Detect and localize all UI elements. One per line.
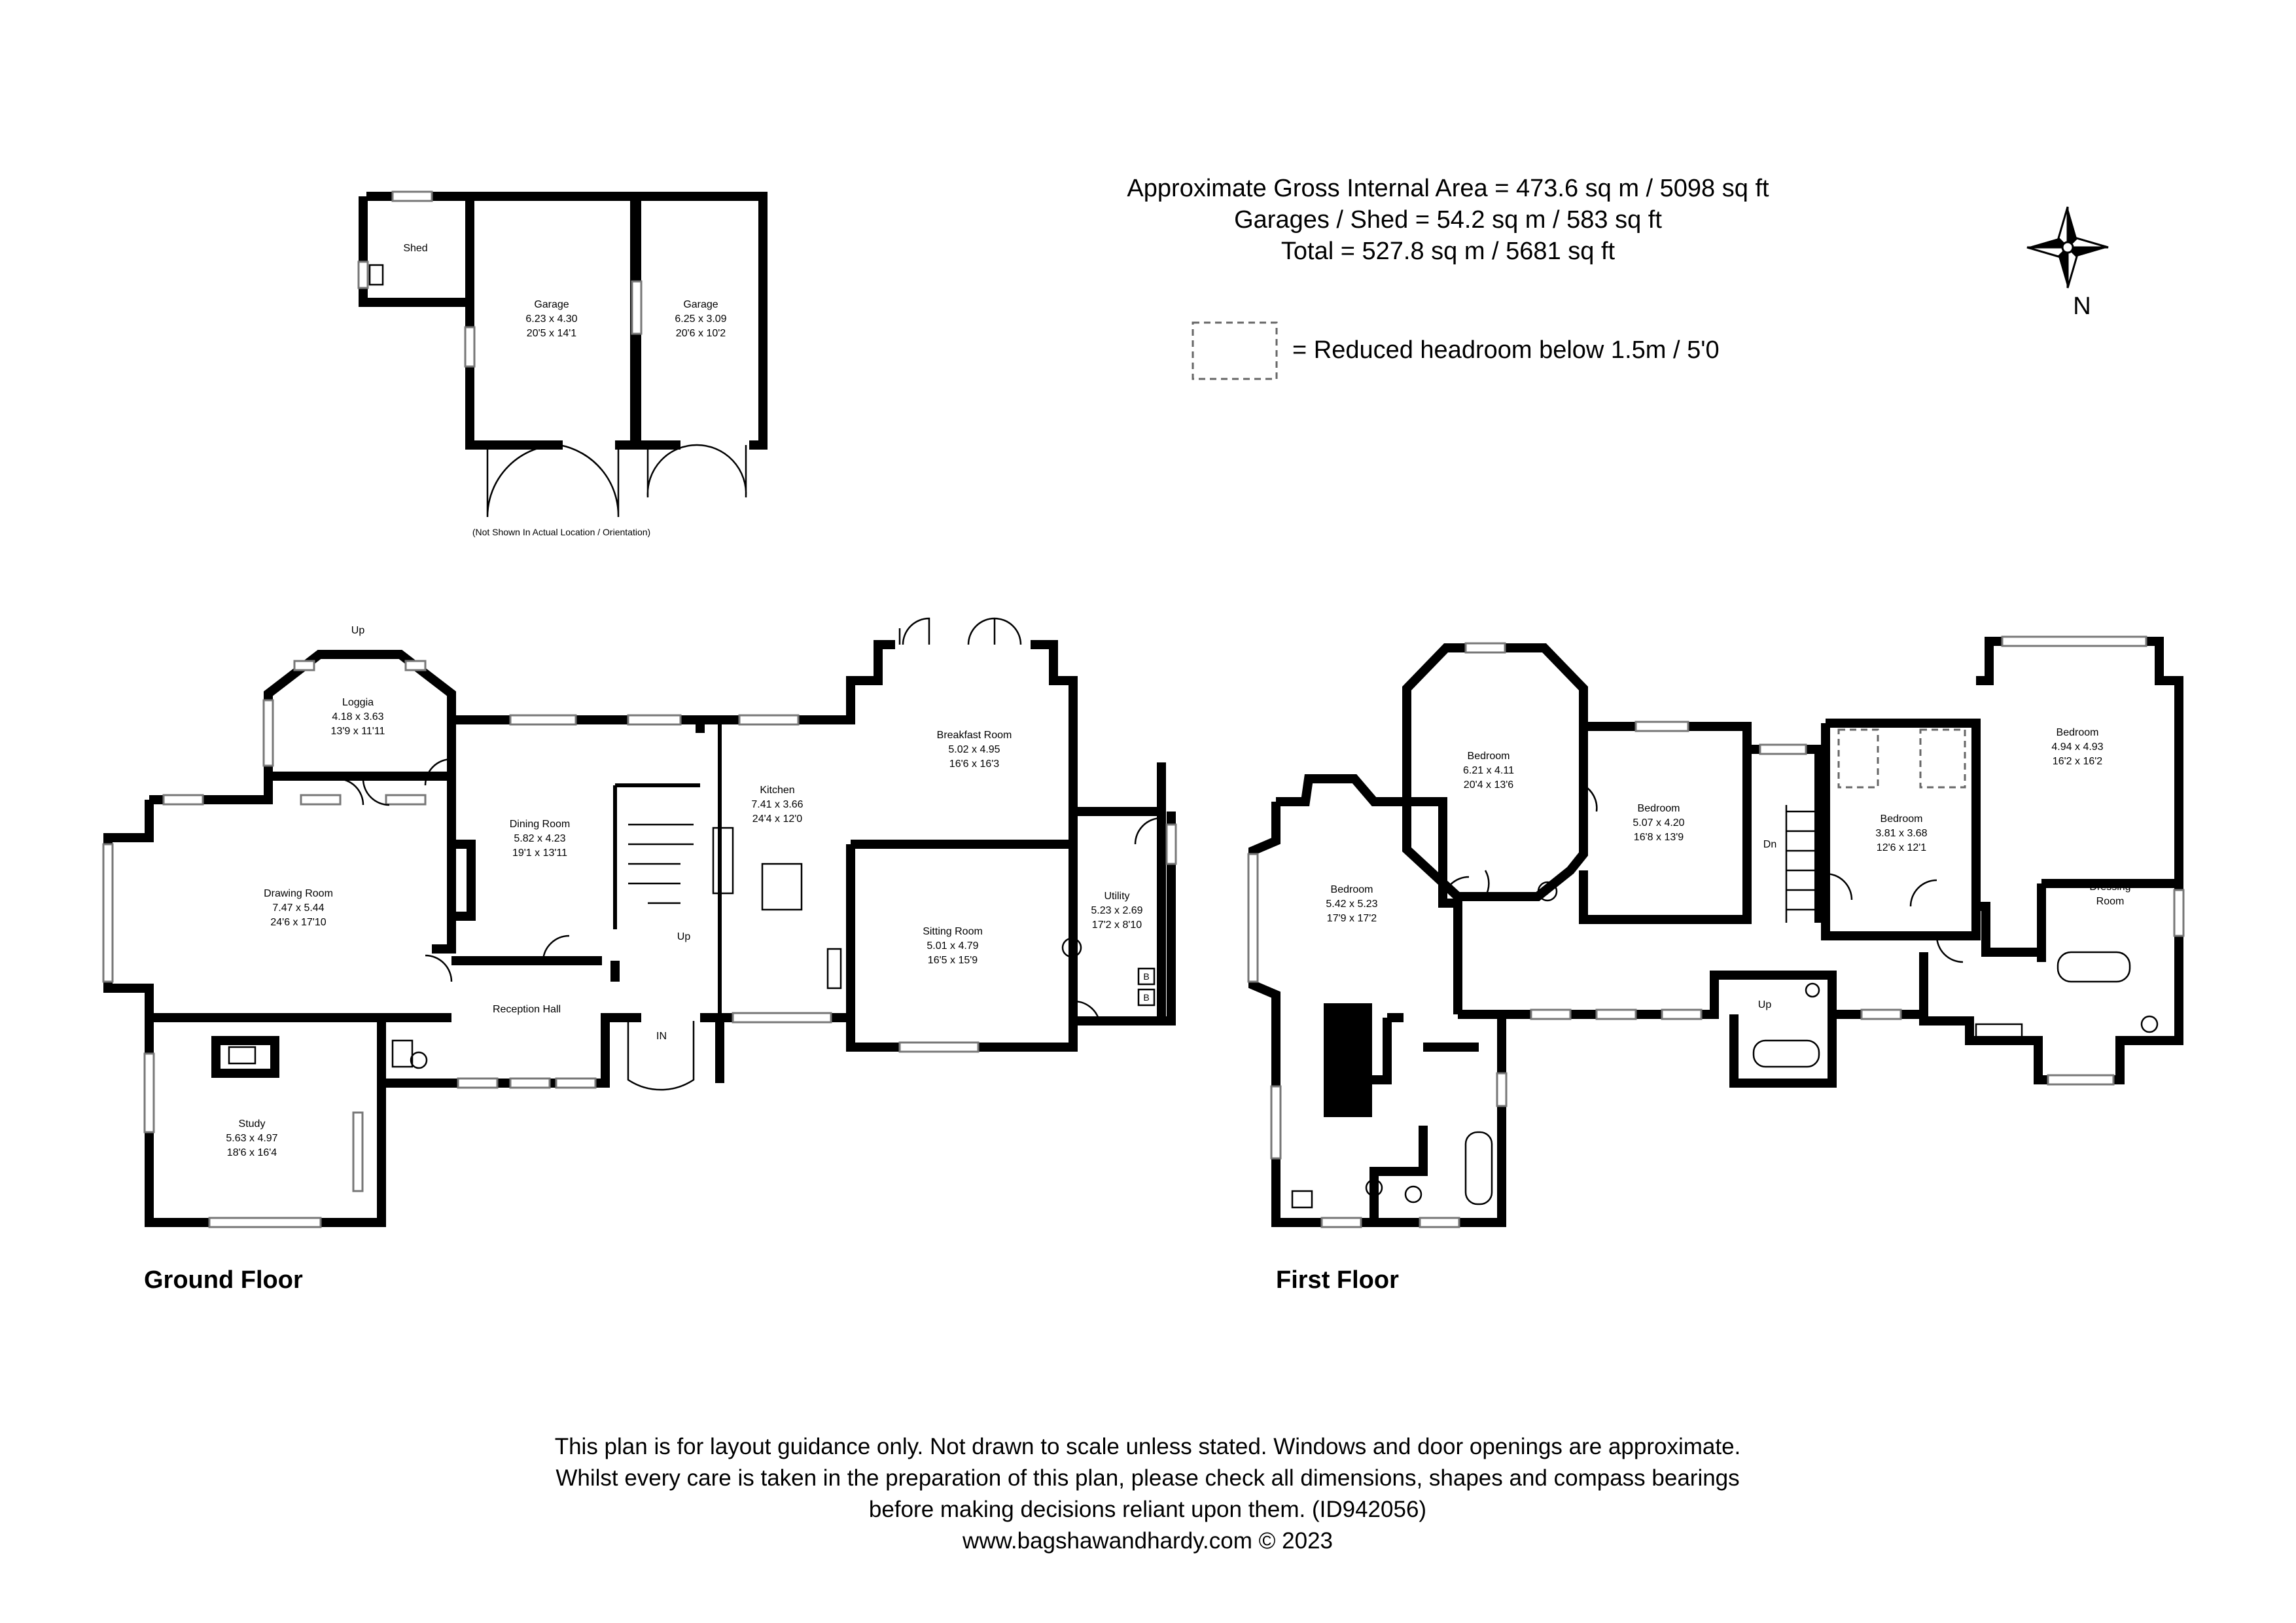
breakfast-room-imperial: 16'6 x 16'3	[949, 758, 999, 770]
loggia-metric: 4.18 x 3.63	[332, 711, 383, 722]
first-floor-labels: Bedroom 5.42 x 5.23 17'9 x 17'2 Bedroom …	[1326, 727, 2130, 1010]
boiler1-label: B	[1143, 971, 1149, 982]
drawing-room-imperial: 24'6 x 17'10	[270, 917, 326, 928]
study-label: Study	[239, 1118, 266, 1130]
stairs-up-label: Up	[677, 931, 691, 942]
utility-imperial: 17'2 x 8'10	[1092, 919, 1142, 931]
bedroom2-label: Bedroom	[1468, 751, 1510, 762]
bedroom1-metric: 5.42 x 5.23	[1326, 899, 1377, 910]
outbuilding-plan	[357, 190, 768, 518]
garage1-imperial: 20'5 x 14'1	[527, 328, 576, 339]
gross-area-text: Approximate Gross Internal Area = 473.6 …	[1127, 175, 1769, 202]
garage2-imperial: 20'6 x 10'2	[676, 328, 726, 339]
entrance-label: IN	[656, 1031, 667, 1042]
shed-label: Shed	[403, 243, 427, 254]
ff-up-label: Up	[1758, 999, 1772, 1010]
drawing-room-metric: 7.47 x 5.44	[272, 902, 324, 914]
garage2-label: Garage	[683, 299, 718, 310]
sitting-room-label: Sitting Room	[923, 926, 983, 937]
dining-room-label: Dining Room	[510, 819, 570, 830]
bedroom3-imperial: 16'8 x 13'9	[1634, 832, 1684, 843]
area-summary: Approximate Gross Internal Area = 473.6 …	[1127, 175, 1769, 265]
kitchen-metric: 7.41 x 3.66	[751, 799, 803, 810]
sitting-room-metric: 5.01 x 4.79	[927, 940, 978, 952]
utility-label: Utility	[1104, 891, 1129, 902]
reduced-headroom-text: = Reduced headroom below 1.5m / 5'0	[1292, 336, 1720, 364]
bedroom2-metric: 6.21 x 4.11	[1463, 765, 1514, 776]
bedroom3-label: Bedroom	[1638, 803, 1680, 814]
outbuilding-note: (Not Shown In Actual Location / Orientat…	[472, 527, 650, 537]
bedroom1-label: Bedroom	[1331, 884, 1373, 895]
ground-floor-title: Ground Floor	[144, 1266, 303, 1294]
bedroom2-imperial: 20'4 x 13'6	[1464, 779, 1513, 791]
loggia-label: Loggia	[342, 697, 374, 708]
ground-floor-plan	[102, 617, 1177, 1228]
kitchen-label: Kitchen	[760, 785, 794, 796]
study-metric: 5.63 x 4.97	[226, 1133, 277, 1144]
ground-floor-labels: Up Loggia 4.18 x 3.63 13'9 x 11'11 Drawi…	[226, 625, 1149, 1158]
boiler2-label: B	[1143, 992, 1149, 1003]
reception-hall-label: Reception Hall	[493, 1004, 561, 1015]
bedroom5-label: Bedroom	[2057, 727, 2099, 738]
study-imperial: 18'6 x 16'4	[227, 1147, 277, 1158]
disclaimer-line2: Whilst every care is taken in the prepar…	[556, 1465, 1739, 1491]
loggia-up-label: Up	[351, 625, 365, 636]
drawing-room-label: Drawing Room	[264, 888, 333, 899]
reduced-headroom-swatch	[1192, 321, 1278, 380]
bedroom1-imperial: 17'9 x 17'2	[1327, 913, 1377, 924]
bedroom4-label: Bedroom	[1881, 813, 1923, 825]
dining-room-metric: 5.82 x 4.23	[514, 833, 565, 844]
bedroom5-metric: 4.94 x 4.93	[2051, 741, 2103, 753]
garages-area-text: Garages / Shed = 54.2 sq m / 583 sq ft	[1234, 206, 1662, 234]
disclaimer: This plan is for layout guidance only. N…	[555, 1434, 1741, 1554]
kitchen-imperial: 24'4 x 12'0	[752, 813, 802, 825]
disclaimer-line3: before making decisions reliant upon the…	[869, 1497, 1426, 1522]
legend: = Reduced headroom below 1.5m / 5'0	[1192, 321, 1720, 380]
compass-icon	[2026, 206, 2109, 289]
breakfast-room-metric: 5.02 x 4.95	[948, 744, 1000, 755]
disclaimer-line4: www.bagshawandhardy.com © 2023	[962, 1528, 1333, 1554]
ff-down-label: Dn	[1763, 839, 1776, 850]
garage2-metric: 6.25 x 3.09	[675, 313, 726, 325]
breakfast-room-label: Breakfast Room	[937, 730, 1012, 741]
bedroom5-imperial: 16'2 x 16'2	[2053, 756, 2102, 767]
total-area-text: Total = 527.8 sq m / 5681 sq ft	[1281, 238, 1616, 265]
compass-north-label: N	[2073, 293, 2091, 320]
garage1-label: Garage	[534, 299, 569, 310]
bedroom3-metric: 5.07 x 4.20	[1633, 817, 1684, 829]
bedroom4-metric: 3.81 x 3.68	[1875, 828, 1927, 839]
first-floor-title: First Floor	[1276, 1266, 1399, 1294]
ff-tank-label: T	[1545, 886, 1551, 897]
loggia-imperial: 13'9 x 11'11	[331, 726, 385, 737]
disclaimer-line1: This plan is for layout guidance only. N…	[555, 1434, 1741, 1459]
garage1-metric: 6.23 x 4.30	[525, 313, 577, 325]
first-floor-plan	[1247, 635, 2185, 1228]
outbuilding-labels: Shed Garage 6.23 x 4.30 20'5 x 14'1 Gara…	[403, 243, 726, 537]
bedroom4-imperial: 12'6 x 12'1	[1877, 842, 1926, 853]
utility-metric: 5.23 x 2.69	[1091, 905, 1142, 916]
sitting-room-imperial: 16'5 x 15'9	[928, 955, 978, 966]
dining-room-imperial: 19'1 x 13'11	[512, 847, 567, 859]
gf-tank-label: T	[1069, 942, 1075, 953]
